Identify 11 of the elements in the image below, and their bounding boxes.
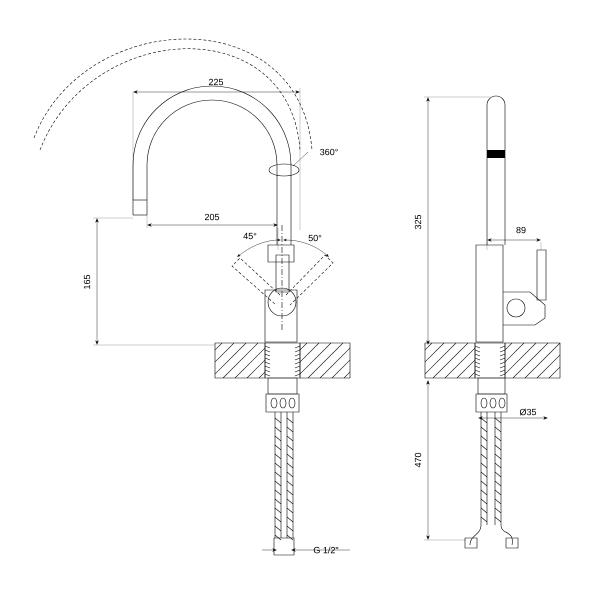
dimension-label: 165 [84, 274, 90, 289]
dimension-label: 470 [414, 452, 422, 468]
dimension-label: 50° [308, 234, 322, 242]
dimension-label: G 1/2" [314, 546, 338, 554]
dimension-label: 89 [516, 226, 526, 234]
dimension-label: 360° [320, 148, 338, 156]
dimension-label: 45° [243, 232, 256, 240]
dimension-label: 225 [208, 78, 224, 86]
dimension-label: 325 [414, 214, 422, 230]
dimension-label: Ø35 [520, 408, 536, 416]
dimension-label: 205 [204, 214, 220, 220]
